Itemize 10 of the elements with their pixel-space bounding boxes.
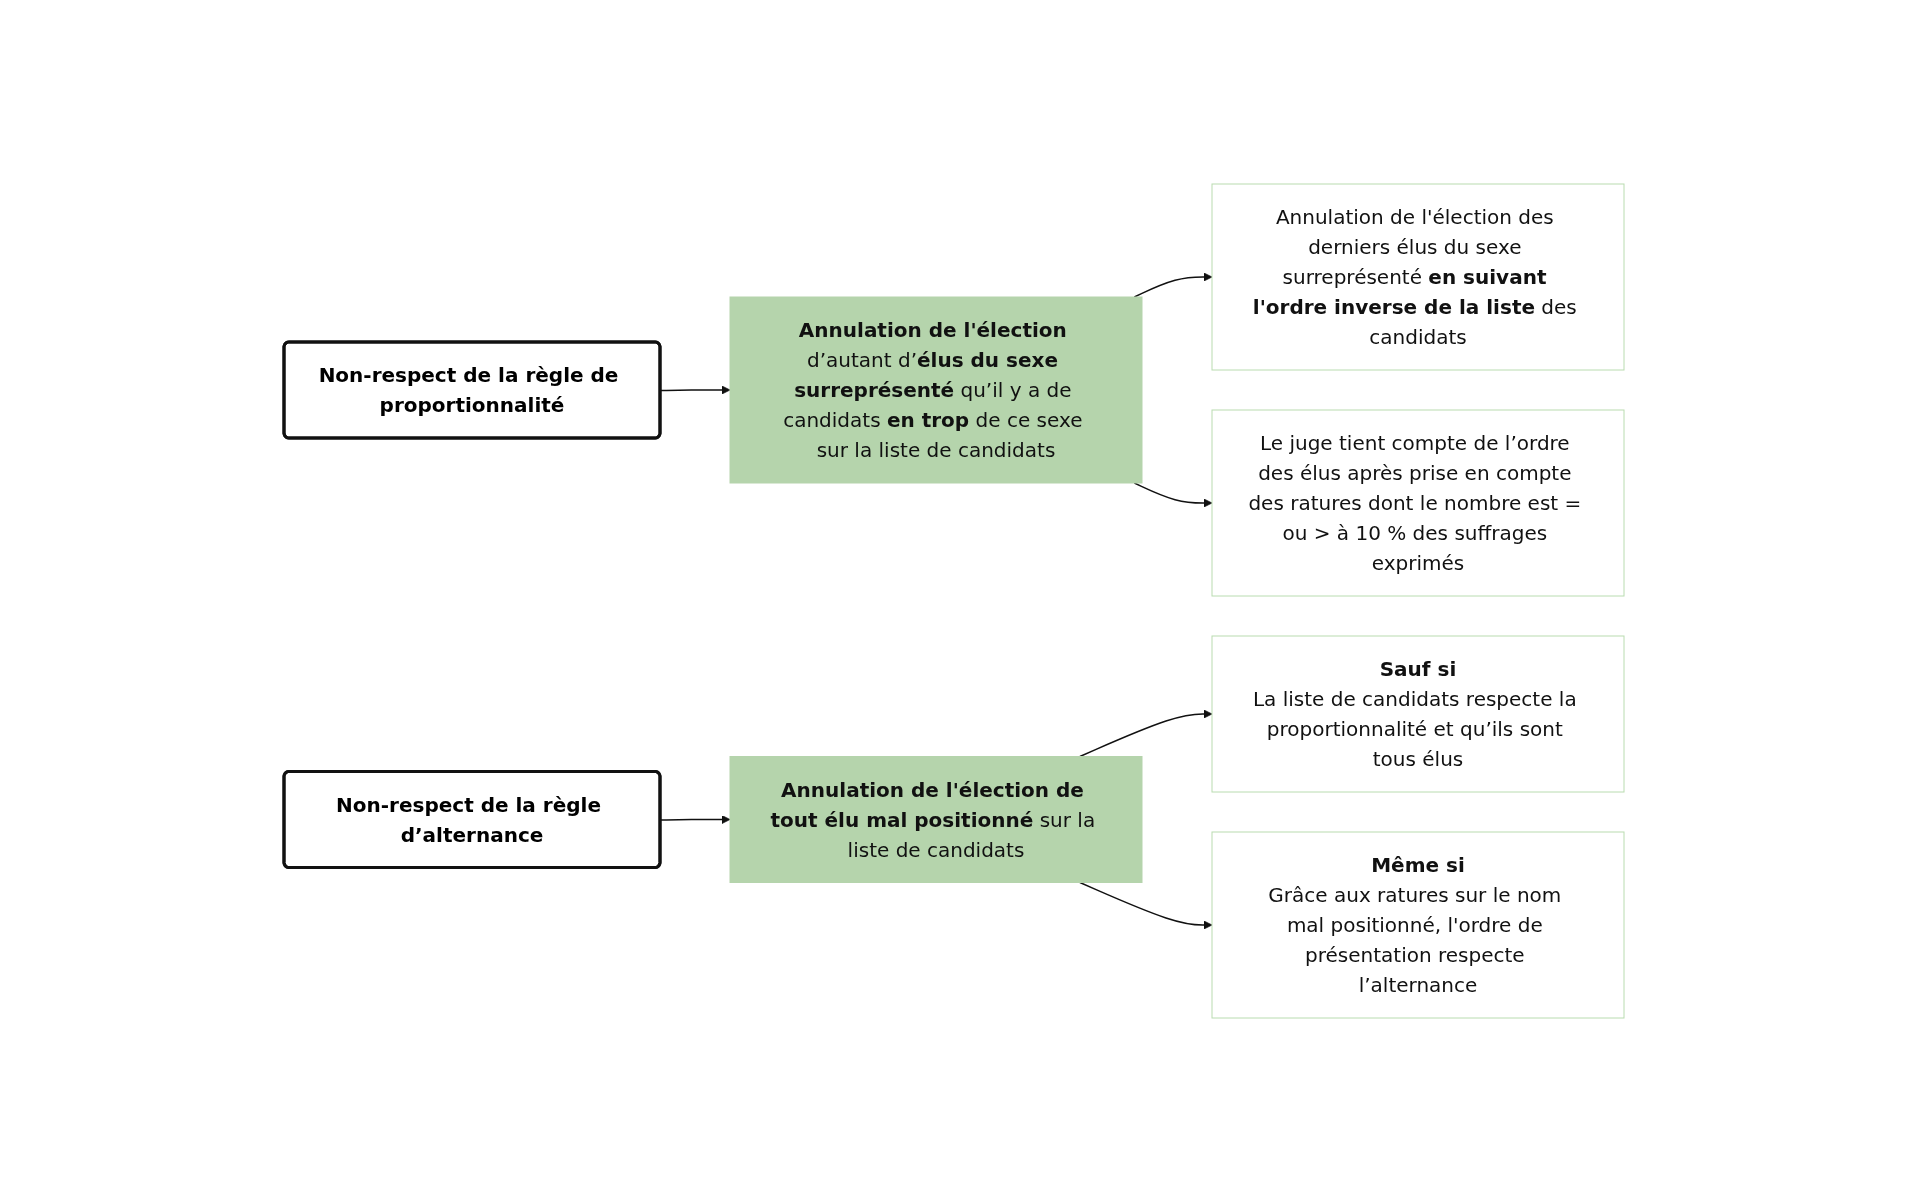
node-box: Annulation de l'élection d’autant d’élus du sexe surreprésenté qu’il y a de candidats en trop de ce sexe sur la liste de candidats (729, 296, 1143, 483)
arrow (1079, 709, 1213, 757)
arrow (1079, 881, 1213, 929)
node-box: Annulation de l'élection des derniers élus du sexe surreprésenté en suivant l'ordre inverse de la liste des candidats (1211, 183, 1625, 370)
node-box: Annulation de l'élection de tout élu mal positionné sur la liste de candidats (729, 755, 1143, 883)
node-box: Même si Grâce aux ratures sur le nom mal positionné, l'ordre de présentation respecte l’alternance (1211, 831, 1625, 1018)
node-box: Sauf si La liste de candidats respecte la proportionnalité et qu’ils sont tous élus (1211, 635, 1625, 792)
arrow (1133, 481, 1213, 507)
node-box: Le juge tient compte de l’ordre des élus après prise en compte des ratures dont le nombre est = ou > à 10 % des suffrages exprimés (1211, 409, 1625, 596)
arrow (1133, 272, 1213, 298)
